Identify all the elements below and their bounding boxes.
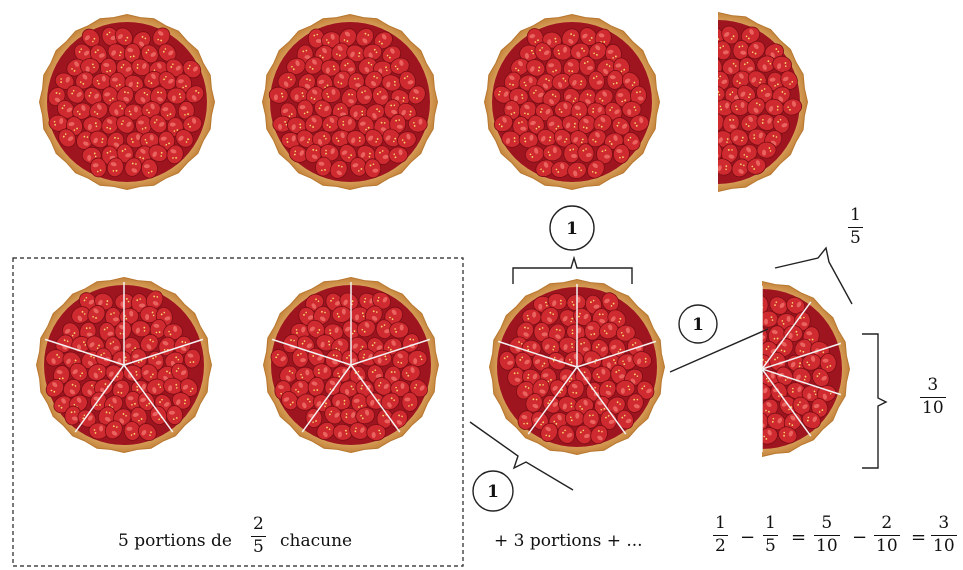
minus-sign: − [852, 527, 868, 548]
term-denominator: 2 [715, 536, 726, 556]
marker-label: 1 [692, 315, 704, 335]
fraction-bar [763, 535, 778, 536]
term-numerator: 1 [765, 513, 776, 533]
whole-tart [38, 13, 216, 191]
sliced-tart [35, 276, 213, 454]
one-fifth-denominator: 5 [850, 228, 861, 248]
sliced-half-tart [762, 281, 851, 457]
one-fifth-numerator: 1 [850, 205, 861, 225]
equals-sign: = [791, 527, 807, 548]
caption-prefix: 5 portions de [118, 531, 232, 551]
half-top-brace [774, 246, 853, 305]
dashed-group-box [12, 257, 464, 567]
equation-term: 1 2 [713, 515, 728, 555]
fraction-bar [814, 535, 840, 536]
term-numerator: 3 [938, 513, 950, 533]
equation-term: 2 10 [874, 515, 900, 555]
whole-tart [261, 13, 439, 191]
whole-tart [483, 13, 661, 191]
caption-denominator: 5 [253, 537, 264, 557]
term-numerator: 2 [881, 513, 893, 533]
bottom-left-brace [469, 421, 574, 491]
circled-one-connector: 1 [678, 304, 718, 344]
three-tenths-numerator: 3 [927, 375, 939, 395]
term-denominator: 10 [933, 536, 955, 556]
term-numerator: 5 [821, 513, 833, 533]
sliced-tart [488, 278, 666, 456]
top-brace [512, 255, 633, 284]
fraction-bar [920, 397, 946, 398]
right-brace [862, 333, 888, 469]
three-tenths-label: 3 10 [920, 377, 946, 417]
equation-term: 1 5 [763, 515, 778, 555]
fraction-bar [874, 535, 900, 536]
marker-label: 1 [487, 482, 499, 502]
half-tart [718, 12, 809, 192]
caption-suffix: chacune [280, 531, 353, 551]
three-tenths-denominator: 10 [922, 398, 944, 418]
equation-term: 3 10 [931, 515, 957, 555]
minus-sign: − [740, 527, 756, 548]
fraction-bar [848, 227, 863, 228]
one-fifth-label: 1 5 [848, 207, 863, 247]
fraction-bar [251, 536, 266, 537]
fraction-bar [931, 535, 957, 536]
equals-sign: = [911, 527, 927, 548]
circled-one-bottom: 1 [472, 470, 514, 512]
equation-term: 5 10 [814, 515, 840, 555]
caption-fraction: 2 5 [251, 516, 266, 556]
plus-portions-text: + 3 portions + ... [494, 531, 643, 551]
term-denominator: 5 [765, 536, 776, 556]
marker-label: 1 [566, 219, 578, 239]
fraction-bar [713, 535, 728, 536]
connector-line [669, 328, 769, 373]
caption-numerator: 2 [253, 514, 264, 534]
term-numerator: 1 [715, 513, 726, 533]
circled-one-top: 1 [549, 205, 595, 251]
sliced-tart [262, 276, 440, 454]
term-denominator: 10 [816, 536, 838, 556]
term-denominator: 10 [876, 536, 898, 556]
